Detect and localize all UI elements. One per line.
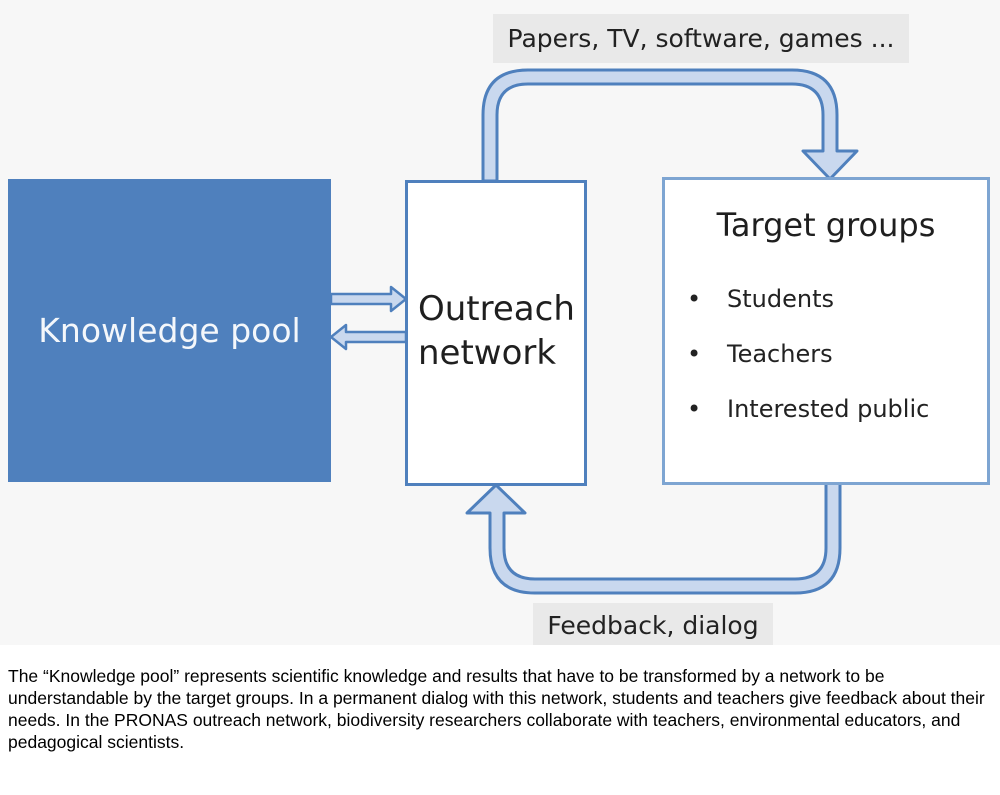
- list-item: • Teachers: [687, 333, 929, 388]
- target-group-label: Students: [727, 285, 834, 313]
- top-arrow: [481, 68, 859, 183]
- bullet-icon: •: [687, 395, 702, 423]
- knowledge-pool-label: Knowledge pool: [38, 311, 301, 350]
- bottom-arrow-label: Feedback, dialog: [533, 603, 773, 645]
- target-group-label: Teachers: [727, 340, 833, 368]
- list-item: • Interested public: [687, 388, 929, 443]
- figure-caption: The “Knowledge pool” represents scientif…: [8, 666, 985, 752]
- bullet-icon: •: [687, 285, 702, 313]
- target-groups-list: • Students • Teachers • Interested public: [687, 278, 929, 443]
- list-item: • Students: [687, 278, 929, 333]
- diagram-figure: Papers, TV, software, games ... Feedback…: [8, 14, 990, 645]
- outreach-network-label: Outreach network: [418, 289, 575, 373]
- knowledge-pool-box: Knowledge pool: [8, 179, 331, 482]
- arrow-to-knowledge: [329, 323, 408, 351]
- target-groups-title: Target groups: [716, 206, 936, 244]
- arrow-to-outreach: [329, 285, 408, 313]
- diagram-arrows: [329, 68, 859, 595]
- bottom-arrow: [465, 480, 842, 595]
- top-arrow-label: Papers, TV, software, games ...: [493, 14, 909, 63]
- target-groups-box: Target groups • Students • Teachers • Inter…: [662, 177, 990, 485]
- target-group-label: Interested public: [727, 395, 930, 423]
- bullet-icon: •: [687, 340, 702, 368]
- outreach-network-box: Outreach network: [405, 180, 587, 486]
